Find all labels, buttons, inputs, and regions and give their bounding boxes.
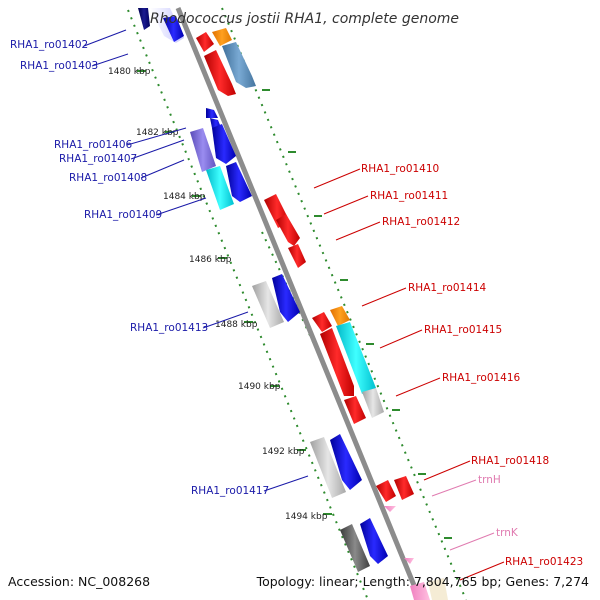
frame-left-outer xyxy=(127,9,369,600)
gene-label-right[interactable]: RHA1_ro01412 xyxy=(382,216,460,228)
tick-label: 1484 kbp xyxy=(163,192,206,202)
gene-ro01406[interactable] xyxy=(206,108,218,118)
gene-ro01403-end[interactable] xyxy=(163,16,184,42)
gene-ro01402[interactable] xyxy=(138,8,150,30)
gene-ro01424[interactable] xyxy=(428,578,448,600)
tick-label: 1492 kbp xyxy=(262,447,305,457)
tick-label: 1494 kbp xyxy=(285,512,328,522)
map-title: Rhodococcus jostii RHA1, complete genome xyxy=(150,11,459,27)
gene-ro01412[interactable] xyxy=(288,244,306,268)
tick-label: 1482 kbp xyxy=(136,128,179,138)
tick-label: 1490 kbp xyxy=(238,382,281,392)
genome-summary-text: Topology: linear; Length: 7,804,765 bp; … xyxy=(256,574,589,589)
frame-right-outer xyxy=(221,7,467,600)
gene-label-left[interactable]: RHA1_ro01403 xyxy=(20,60,98,72)
gene-label-left[interactable]: RHA1_ro01408 xyxy=(69,172,147,184)
gene-ro01418[interactable] xyxy=(376,480,396,502)
gene-ro01413[interactable] xyxy=(252,281,284,328)
gene-ro01415[interactable] xyxy=(320,328,354,396)
minus-strand-genes xyxy=(138,8,388,572)
gene-label-right[interactable]: RHA1_ro01416 xyxy=(442,372,521,384)
gene-ro01417b[interactable] xyxy=(330,434,362,490)
gene-ro01423[interactable] xyxy=(410,582,430,600)
plus-strand-genes xyxy=(196,28,448,600)
gene-ro01405b[interactable] xyxy=(222,42,256,88)
gene-ro01408[interactable] xyxy=(206,166,234,210)
gene-ro01416b[interactable] xyxy=(362,388,384,418)
gene-ro01407[interactable] xyxy=(190,128,216,172)
gene-label-right[interactable]: RHA1_ro01411 xyxy=(370,190,448,202)
gene-ro01405[interactable] xyxy=(204,50,236,96)
gene-ro01414b[interactable] xyxy=(330,306,350,326)
gene-label-left[interactable]: RHA1_ro01407 xyxy=(59,153,137,165)
accession-text: Accession: NC_008268 xyxy=(8,574,150,589)
right-leader-lines xyxy=(313,168,505,581)
rna-leader-lines xyxy=(431,479,495,551)
gene-ro01415b[interactable] xyxy=(336,322,376,394)
gene-label-left[interactable]: RHA1_ro01417 xyxy=(191,485,269,497)
gene-ro01417[interactable] xyxy=(310,437,346,498)
tick-label: 1480 kbp xyxy=(108,67,151,77)
genome-backbone xyxy=(175,7,423,600)
gene-trnH[interactable] xyxy=(384,506,396,512)
gene-ro01418b[interactable] xyxy=(394,476,414,500)
gene-label-right[interactable]: RHA1_ro01410 xyxy=(361,163,439,175)
gene-ro01416[interactable] xyxy=(344,396,366,424)
rna-label[interactable]: trnK xyxy=(496,527,519,539)
rna-label[interactable]: trnH xyxy=(478,474,501,486)
gene-ro01422[interactable] xyxy=(360,518,388,564)
gene-label-right[interactable]: RHA1_ro01423 xyxy=(505,556,583,568)
gene-ro01407b[interactable] xyxy=(212,124,236,164)
gene-label-right[interactable]: RHA1_ro01418 xyxy=(471,455,549,467)
gene-label-left[interactable]: RHA1_ro01409 xyxy=(84,209,162,221)
gene-label-right[interactable]: RHA1_ro01414 xyxy=(408,282,487,294)
gene-ro01421[interactable] xyxy=(340,524,370,572)
gene-ro01411[interactable] xyxy=(276,214,300,246)
gene-label-left[interactable]: RHA1_ro01406 xyxy=(54,139,133,151)
gene-trnK[interactable] xyxy=(404,558,414,564)
tick-label: 1486 kbp xyxy=(189,255,232,265)
gene-ro01404b[interactable] xyxy=(212,28,232,46)
gene-label-left[interactable]: RHA1_ro01402 xyxy=(10,39,88,51)
left-leader-lines xyxy=(83,29,309,492)
gene-ro01404[interactable] xyxy=(196,32,214,52)
gene-label-right[interactable]: RHA1_ro01415 xyxy=(424,324,502,336)
gene-label-left[interactable]: RHA1_ro01413 xyxy=(130,322,208,334)
gene-ro01413b[interactable] xyxy=(272,274,300,322)
tick-marks xyxy=(137,70,452,539)
gene-ro01409[interactable] xyxy=(226,162,252,202)
tick-label: 1488 kbp xyxy=(215,320,258,330)
gene-ro01414[interactable] xyxy=(312,312,332,332)
